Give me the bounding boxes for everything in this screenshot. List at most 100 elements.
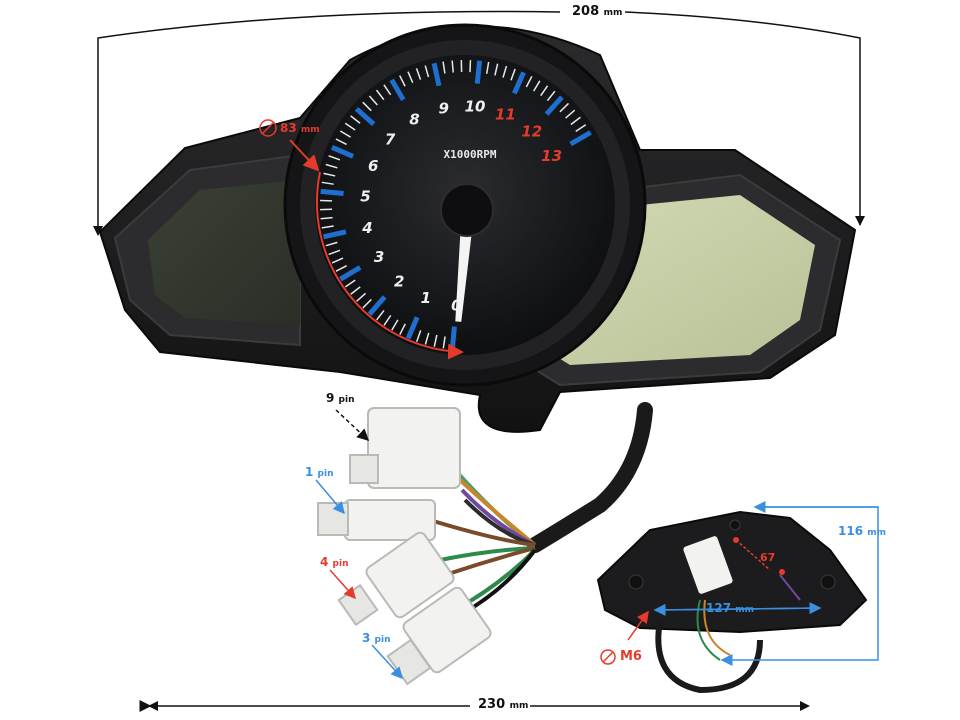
tach-major-tick [389, 78, 406, 102]
tach-minor-tick [433, 334, 438, 347]
tach-minor-tick [502, 65, 508, 78]
label-connector-1pin: 1 pin [305, 465, 334, 479]
tach-minor-tick [335, 265, 348, 272]
tach-number: 3 [374, 248, 384, 266]
diameter-symbol-83 [259, 119, 277, 137]
label-connector-9pin: 9 pin [326, 391, 355, 405]
tach-minor-tick [350, 286, 361, 295]
tach-minor-tick [368, 95, 378, 106]
tach-minor-tick [399, 323, 406, 335]
tach-major-tick [512, 71, 526, 95]
tach-number: 10 [465, 98, 486, 116]
needle-hub [440, 183, 494, 237]
tach-major-tick [330, 144, 355, 159]
label-mount-dia: 67 [760, 551, 776, 564]
rear-view-inset [596, 501, 879, 694]
tach-major-tick [367, 295, 387, 316]
tach-number: 7 [385, 131, 396, 149]
tach-minor-tick [383, 314, 392, 326]
tach-minor-tick [328, 249, 341, 256]
tach-number: 13 [541, 147, 562, 165]
tach-minor-tick [424, 65, 430, 78]
connector-9pin [349, 407, 461, 489]
tach-minor-tick [391, 319, 399, 331]
tach-minor-tick [533, 80, 541, 92]
tach-major-tick [405, 316, 420, 340]
tach-minor-tick [451, 60, 454, 73]
tach-minor-tick [383, 84, 392, 96]
tach-major-tick [569, 130, 592, 147]
tach-needle [455, 221, 473, 322]
tach-minor-tick [350, 115, 361, 124]
tach-minor-tick [510, 68, 516, 81]
tach-minor-tick [442, 336, 446, 349]
tach-number: 2 [394, 272, 404, 290]
tachometer: 012345678910111213 X1000RPM [283, 23, 647, 387]
label-connector-3pin: 3 pin [362, 631, 391, 645]
tach-minor-tick [321, 181, 334, 185]
arrow-1pin [315, 479, 345, 515]
tach-minor-tick [540, 85, 549, 97]
tach-minor-tick [407, 71, 414, 84]
tach-minor-tick [442, 61, 446, 74]
label-width-bottom: 230 mm [478, 697, 529, 712]
tach-minor-tick [325, 241, 338, 247]
tach-minor-tick [344, 279, 356, 288]
tach-number: 12 [521, 123, 542, 141]
tach-number: 9 [438, 99, 448, 117]
tach-minor-tick [525, 75, 533, 88]
tach-number: 6 [368, 157, 378, 175]
tach-number: 4 [361, 219, 372, 237]
tach-minor-tick [485, 61, 490, 74]
tach-major-tick [354, 106, 376, 126]
arrow-3pin [371, 644, 404, 680]
tach-minor-tick [362, 298, 372, 309]
tach-minor-tick [494, 63, 499, 76]
label-mount-spacing: 127 mm [706, 601, 755, 615]
tach-minor-tick [570, 116, 581, 126]
tach-minor-tick [331, 257, 344, 264]
tach-major-tick [449, 326, 457, 350]
tach-minor-tick [335, 138, 347, 146]
width-dimension-top [93, 10, 865, 236]
label-width-top: 208 mm [572, 4, 623, 19]
tach-number: 8 [409, 111, 419, 129]
tach-minor-tick [559, 102, 570, 113]
tach-scale-label: X1000RPM [444, 148, 497, 161]
label-height-rear: 116 mm [838, 524, 887, 538]
tach-minor-tick [339, 130, 352, 138]
label-bolt-m6: M6 [620, 649, 642, 664]
tach-minor-tick [399, 75, 406, 87]
tach-minor-tick [575, 124, 587, 132]
tach-minor-tick [375, 89, 385, 101]
tach-major-tick [320, 188, 344, 197]
tach-number: 5 [360, 188, 370, 206]
tach-major-tick [474, 60, 483, 84]
tach-major-tick [544, 95, 564, 116]
width-dimension-bottom [139, 700, 810, 712]
tach-minor-tick [376, 310, 385, 321]
tach-minor-tick [362, 101, 372, 112]
left-lcd-panel [148, 180, 300, 325]
label-connector-4pin: 4 pin [320, 555, 349, 569]
label-dial-diameter: 83 mm [280, 121, 320, 135]
tach-minor-tick [546, 90, 556, 102]
arrow-9pin [335, 409, 370, 442]
tach-minor-tick [424, 332, 430, 345]
tach-minor-tick [344, 122, 356, 131]
tach-minor-tick [323, 172, 336, 177]
tach-number: 1 [421, 289, 431, 307]
tach-minor-tick [415, 330, 422, 342]
tach-minor-tick [415, 68, 422, 80]
tach-number: 11 [495, 106, 516, 124]
dial-diameter-arc [315, 171, 464, 360]
tach-major-tick [431, 62, 442, 87]
tach-minor-tick [321, 225, 334, 229]
tach-minor-tick [325, 163, 338, 169]
tach-major-tick [339, 265, 362, 282]
tach-minor-tick [328, 155, 341, 161]
arrow-4pin [329, 569, 356, 600]
tach-major-tick [322, 229, 347, 240]
tach-minor-tick [320, 216, 333, 220]
